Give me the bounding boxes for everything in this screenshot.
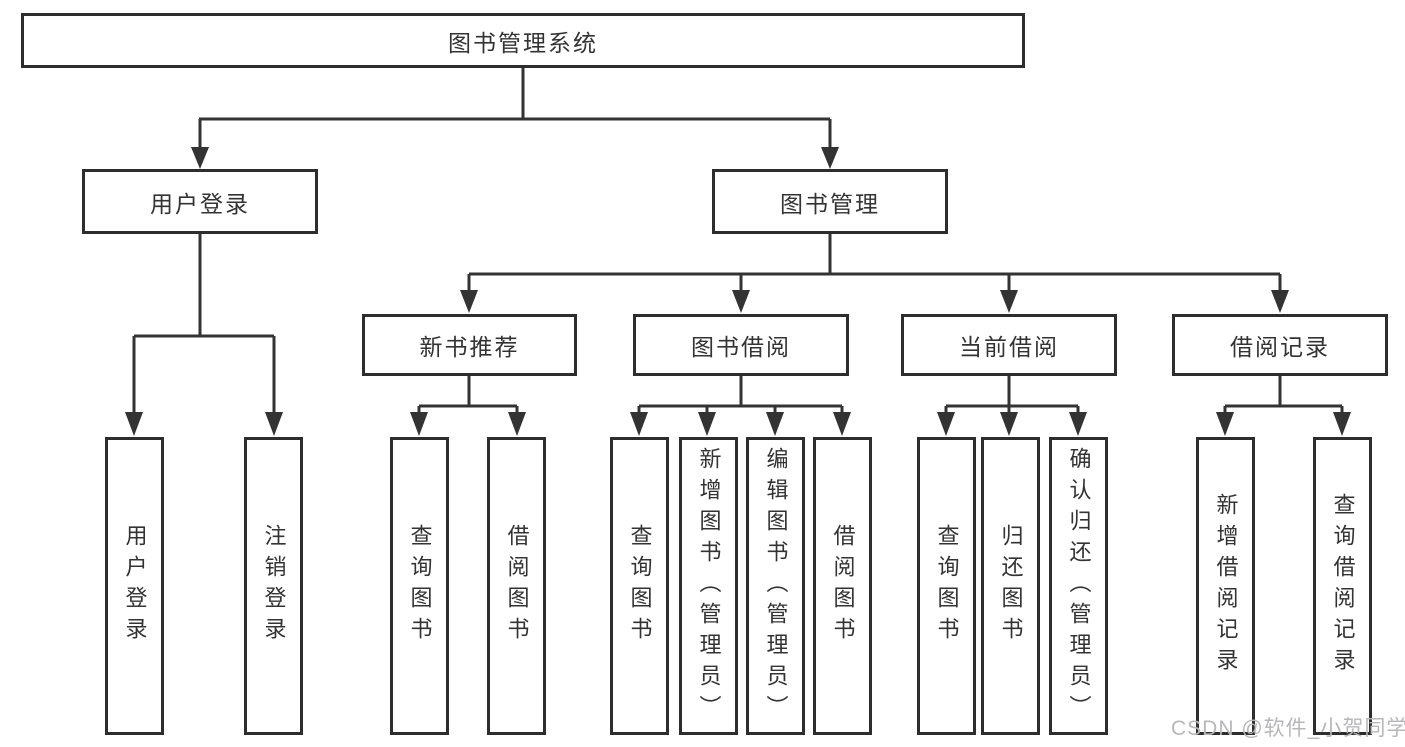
leaf-br-add-borrow-record-label: 新增借阅记录 [1213,493,1239,679]
leaf-bb-borrow-books-label: 借阅图书 [830,524,856,648]
leaf-br-query-borrow-record: 查询借阅记录 [1313,437,1372,735]
connector-book-borrow-children [630,376,851,436]
leaf-nb-borrow-books: 借阅图书 [487,437,546,735]
leaf-bb-query-books: 查询图书 [610,437,669,735]
watermark-text: CSDN @软件_小贺同学 [1171,717,1405,740]
connector-new-book-children [410,376,526,436]
node-book-management-label: 图书管理 [780,190,880,217]
leaf-user-login-label: 用户登录 [122,524,148,648]
leaf-logout: 注销登录 [244,437,303,735]
node-new-book-recommend: 新书推荐 [362,314,577,376]
leaf-br-query-borrow-record-label: 查询借阅记录 [1330,493,1356,679]
node-book-borrow-label: 图书借阅 [691,334,791,360]
leaf-user-login: 用户登录 [105,437,164,735]
leaf-cb-query-books-label: 查询图书 [934,524,960,648]
node-current-borrow-label: 当前借阅 [959,334,1059,360]
node-borrow-records-label: 借阅记录 [1230,334,1330,360]
connector-book-management-to-level3 [460,233,1289,313]
leaf-cb-return-books-label: 归还图书 [998,524,1024,648]
node-book-management: 图书管理 [712,169,948,234]
node-root: 图书管理系统 [21,13,1025,68]
connector-root-to-level2 [191,68,839,169]
node-root-label: 图书管理系统 [448,29,598,56]
node-book-borrow: 图书借阅 [633,314,849,376]
leaf-bb-borrow-books: 借阅图书 [813,437,872,735]
connector-borrow-records-children [1216,376,1351,436]
node-current-borrow: 当前借阅 [901,314,1117,376]
leaf-bb-add-books-admin: 新增图书（管理员） [679,437,738,735]
leaf-bb-add-books-admin-label: 新增图书（管理员） [696,446,722,726]
leaf-cb-confirm-return-admin: 确认归还（管理员） [1049,437,1108,735]
leaf-cb-confirm-return-admin-label: 确认归还（管理员） [1066,446,1092,726]
leaf-br-add-borrow-record: 新增借阅记录 [1196,437,1255,735]
leaf-cb-return-books: 归还图书 [981,437,1040,735]
node-user-login: 用户登录 [82,169,318,234]
leaf-bb-edit-books-admin: 编辑图书（管理员） [746,437,805,735]
leaf-bb-query-books-label: 查询图书 [627,524,653,648]
leaf-nb-query-books-label: 查询图书 [407,524,433,648]
leaf-bb-edit-books-admin-label: 编辑图书（管理员） [763,446,789,726]
node-new-book-recommend-label: 新书推荐 [419,334,520,360]
leaf-logout-label: 注销登录 [261,524,287,648]
node-borrow-records: 借阅记录 [1172,314,1388,376]
leaf-nb-borrow-books-label: 借阅图书 [504,524,530,648]
connector-current-borrow-children [937,376,1087,436]
node-user-login-label: 用户登录 [150,190,250,217]
connector-user-login-children [125,234,283,436]
leaf-nb-query-books: 查询图书 [390,437,449,735]
leaf-cb-query-books: 查询图书 [917,437,976,735]
